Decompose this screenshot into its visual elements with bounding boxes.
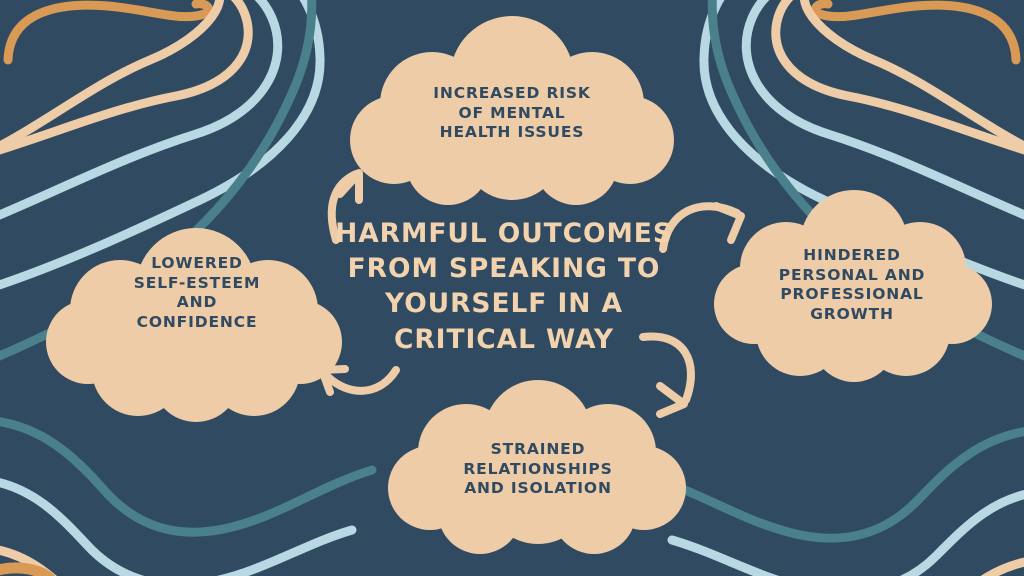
wave-orange-top-left: [3, 0, 213, 65]
wave-cream-top-right: [800, 0, 1024, 152]
wave-cream-bottom-left: [0, 545, 57, 576]
wave-group-bottom-right: [647, 427, 1024, 576]
wave-lightblue-bottom-right: [667, 490, 1024, 576]
wave-cream2-top-right: [771, 0, 1024, 155]
cloud-label-left: LOWERED SELF-ESTEEM AND CONFIDENCE: [133, 254, 261, 331]
wave-lightblue-top-right: [741, 0, 1024, 220]
cloud-label-top: INCREASED RISK OF MENTAL HEALTH ISSUES: [433, 84, 591, 142]
cloud-label-bottom: STRAINED RELATIONSHIPS AND ISOLATION: [463, 440, 613, 498]
wave-group-bottom-left: [0, 417, 377, 576]
cloud-label-right: HINDERED PERSONAL AND PROFESSIONAL GROWT…: [778, 246, 926, 323]
center-title: HARMFUL OUTCOMES FROM SPEAKING TO YOURSE…: [335, 218, 673, 355]
wave-orange-bottom-left: [0, 562, 56, 576]
wave-orange-top-right: [811, 0, 1021, 65]
wave-lightblue-top-left: [0, 0, 283, 220]
wave-lightblue-bottom-left: [0, 478, 357, 576]
wave-cream-top-left: [0, 0, 224, 152]
wave-cream2-top-left: [0, 0, 253, 155]
wave-teal-bottom-left: [0, 417, 377, 537]
wave-teal-bottom-right: [647, 427, 1024, 543]
wave-cream-bottom-right: [980, 557, 1024, 576]
